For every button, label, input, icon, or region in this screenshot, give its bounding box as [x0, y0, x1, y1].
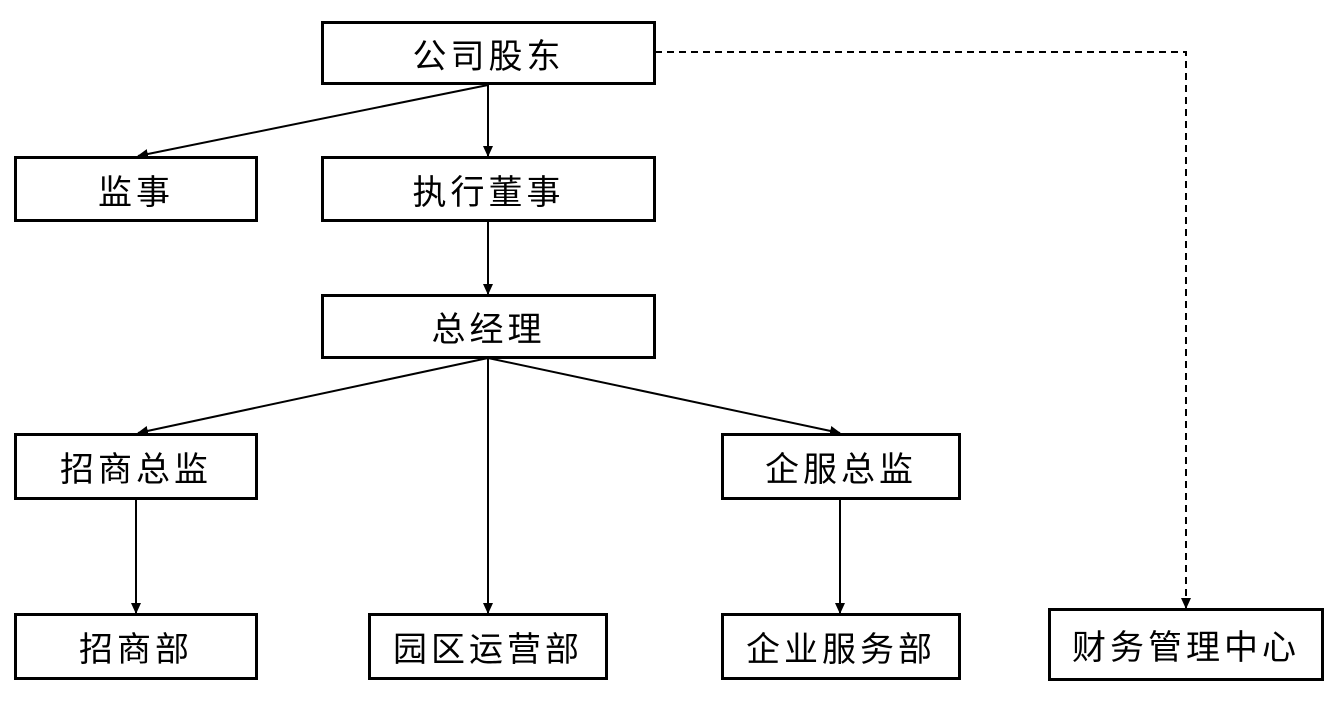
edge-general-manager-to-enterprise-service-director — [487, 357, 841, 436]
edge-shareholders-to-supervisor — [137, 84, 489, 159]
node-enterprise-service-director: 企服总监 — [721, 433, 961, 500]
node-enterprise-service-department: 企业服务部 — [721, 613, 961, 680]
node-finance-center: 财务管理中心 — [1048, 608, 1324, 681]
node-investment-department: 招商部 — [14, 613, 258, 680]
node-general-manager: 总经理 — [321, 294, 656, 359]
edge-shareholders-to-finance-center — [655, 51, 1191, 609]
edge-general-manager-to-investment-director — [137, 357, 489, 436]
node-shareholders: 公司股东 — [321, 21, 656, 85]
node-investment-director: 招商总监 — [14, 433, 258, 500]
node-supervisor: 监事 — [14, 156, 258, 222]
node-park-operations-department: 园区运营部 — [368, 613, 608, 680]
node-executive-director: 执行董事 — [321, 156, 656, 222]
